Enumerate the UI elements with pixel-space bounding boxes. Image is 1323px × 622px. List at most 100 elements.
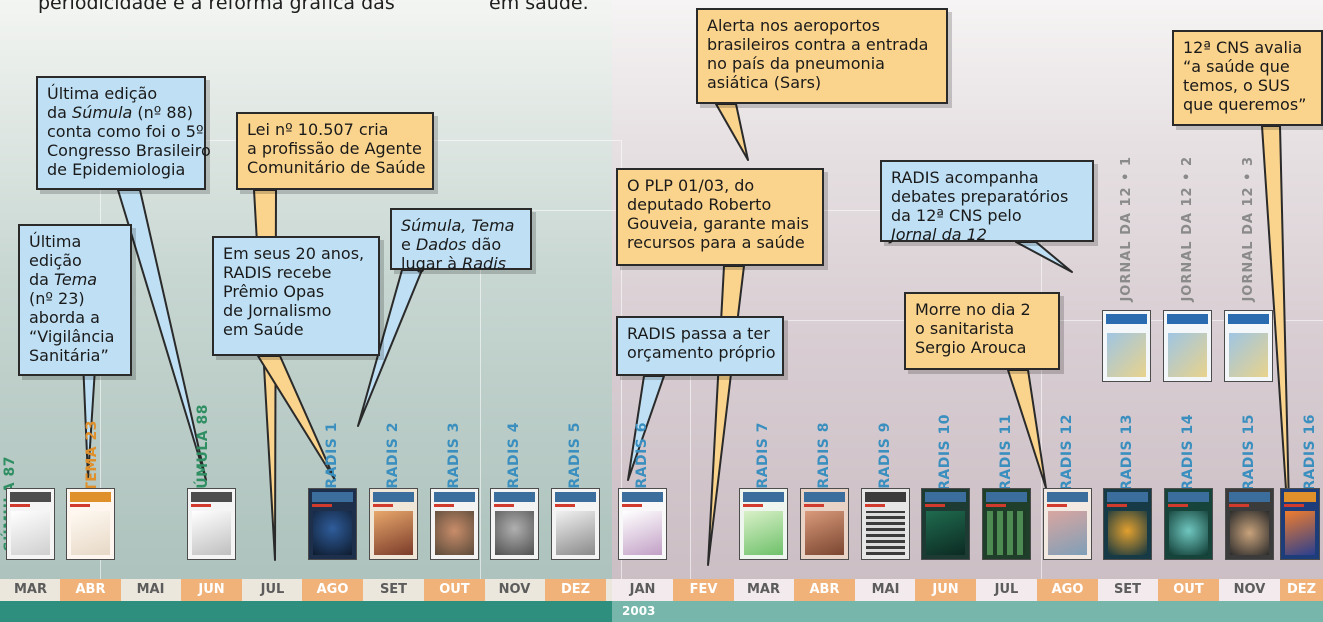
cover-tema-23 bbox=[66, 488, 115, 560]
callout-line: o sanitarista bbox=[915, 319, 1015, 338]
callout-line: Prêmio Opas bbox=[223, 282, 325, 301]
cover-jornal-da-12-2 bbox=[1163, 310, 1212, 382]
month-highlight bbox=[302, 579, 363, 601]
issue-label-radis-13: RADIS 13 bbox=[1119, 414, 1135, 491]
cover-radis-9 bbox=[861, 488, 910, 560]
callout-line: aborda a bbox=[29, 308, 100, 327]
callout-line: e Dados dão bbox=[401, 235, 502, 254]
callout-line: Sanitária” bbox=[29, 346, 109, 365]
issue-label-radis-16: RADIS 16 bbox=[1302, 414, 1318, 491]
callout-line: da Súmula (nº 88) bbox=[47, 103, 194, 122]
callout-line: (nº 23) bbox=[29, 289, 85, 308]
callout-line: Jornal da 12 bbox=[891, 225, 987, 244]
intro-text-right: em saúde. bbox=[489, 0, 589, 14]
issue-label-radis-11: RADIS 11 bbox=[998, 414, 1014, 491]
callout-line: “Vigilância bbox=[29, 327, 115, 346]
pointer-opas bbox=[257, 355, 336, 481]
month-highlight bbox=[915, 579, 976, 601]
cover-radis-14 bbox=[1164, 488, 1213, 560]
issue-label-jornal-da-12-1: JORNAL DA 12 • 1 bbox=[1119, 156, 1134, 302]
cover-radis-16 bbox=[1280, 488, 1320, 560]
month-label-ago: AGO bbox=[1051, 582, 1084, 597]
month-label-jul: JUL bbox=[260, 582, 285, 597]
callout-line: O PLP 01/03, do bbox=[627, 176, 755, 195]
pointer-jornal12 bbox=[1015, 241, 1073, 273]
cover-radis-7 bbox=[739, 488, 788, 560]
month-label-dez: DEZ bbox=[1286, 582, 1317, 597]
callout-line: a profissão de Agente bbox=[247, 139, 422, 158]
callout-line: que queremos” bbox=[1183, 95, 1307, 114]
issue-label-jornal-da-12-2: JORNAL DA 12 • 2 bbox=[1180, 156, 1195, 302]
callout-line: RADIS passa a ter bbox=[627, 324, 770, 343]
month-label-dez: DEZ bbox=[560, 582, 591, 597]
callout-line: recursos para a saúde bbox=[627, 233, 805, 252]
callout-line: Em seus 20 anos, bbox=[223, 244, 365, 263]
month-highlight bbox=[794, 579, 855, 601]
cover-jornal-da-12-1 bbox=[1102, 310, 1151, 382]
month-label-abr: ABR bbox=[809, 582, 840, 597]
month-label-fev: FEV bbox=[689, 582, 718, 597]
callout-line: Sergio Arouca bbox=[915, 338, 1027, 357]
issue-label-tema-23: TEMA 23 bbox=[84, 420, 100, 492]
month-highlight bbox=[673, 579, 734, 601]
month-label-set: SET bbox=[1113, 582, 1142, 597]
month-label-abr: ABR bbox=[75, 582, 106, 597]
year-band-2002 bbox=[0, 601, 612, 622]
callout-line: 12ª CNS avalia bbox=[1183, 38, 1303, 57]
year-band-2003 bbox=[612, 601, 1323, 622]
issue-label-radis-14: RADIS 14 bbox=[1180, 414, 1196, 491]
callout-line: edição bbox=[29, 251, 82, 270]
callout-line: de Jornalismo bbox=[223, 301, 332, 320]
callout-line: da 12ª CNS pelo bbox=[891, 206, 1022, 225]
intro-text-left: periodicidade e a reforma gráfica das bbox=[38, 0, 395, 14]
cover-radis-6 bbox=[618, 488, 667, 560]
pointer-sars bbox=[715, 103, 749, 161]
callout-line: Comunitário de Saúde bbox=[247, 158, 426, 177]
callout-line: no país da pneumonia bbox=[707, 54, 885, 73]
month-label-mai: MAI bbox=[136, 582, 165, 597]
callout-line: Gouveia, garante mais bbox=[627, 214, 809, 233]
issue-label-radis-2: RADIS 2 bbox=[385, 422, 401, 489]
month-label-jun: JUN bbox=[932, 582, 959, 597]
month-label-mar: MAR bbox=[13, 582, 47, 597]
issue-label-radis-6: RADIS 6 bbox=[634, 422, 650, 489]
month-highlight bbox=[424, 579, 485, 601]
month-label-nov: NOV bbox=[498, 582, 531, 597]
callout-line: Súmula, Tema bbox=[401, 216, 515, 235]
callout-line: da Tema bbox=[29, 270, 98, 289]
pointer-orcamento bbox=[627, 375, 665, 481]
issue-label-radis-8: RADIS 8 bbox=[816, 422, 832, 489]
month-highlight bbox=[1280, 579, 1323, 601]
pointer-cns bbox=[1261, 125, 1291, 551]
callout-line: temos, o SUS bbox=[1183, 76, 1290, 95]
cover-radis-10 bbox=[921, 488, 970, 560]
cover-sumula-88 bbox=[187, 488, 236, 560]
issue-label-radis-12: RADIS 12 bbox=[1059, 414, 1075, 491]
callout-line: orçamento próprio bbox=[627, 343, 776, 362]
callout-line: lugar à Radis bbox=[401, 254, 506, 273]
month-label-jun: JUN bbox=[198, 582, 225, 597]
pointer-fusao bbox=[357, 269, 423, 427]
callout-line: brasileiros contra a entrada bbox=[707, 35, 929, 54]
month-label-set: SET bbox=[379, 582, 408, 597]
callout-line: Alerta nos aeroportos bbox=[707, 16, 880, 35]
year-label: 2003 bbox=[622, 604, 656, 618]
month-label-jul: JUL bbox=[994, 582, 1019, 597]
issue-label-radis-1: RADIS 1 bbox=[324, 422, 340, 489]
callout-line: Congresso Brasileiro bbox=[47, 141, 211, 160]
issue-label-jornal-da-12-3: JORNAL DA 12 • 3 bbox=[1241, 156, 1256, 302]
month-highlight bbox=[1158, 579, 1219, 601]
issue-label-radis-15: RADIS 15 bbox=[1241, 414, 1257, 491]
issue-label-radis-5: RADIS 5 bbox=[567, 422, 583, 489]
callout-line: conta como foi o 5º bbox=[47, 122, 204, 141]
cover-radis-1 bbox=[308, 488, 357, 560]
issue-label-sumula-88: SÚMULA 88 bbox=[195, 404, 211, 500]
